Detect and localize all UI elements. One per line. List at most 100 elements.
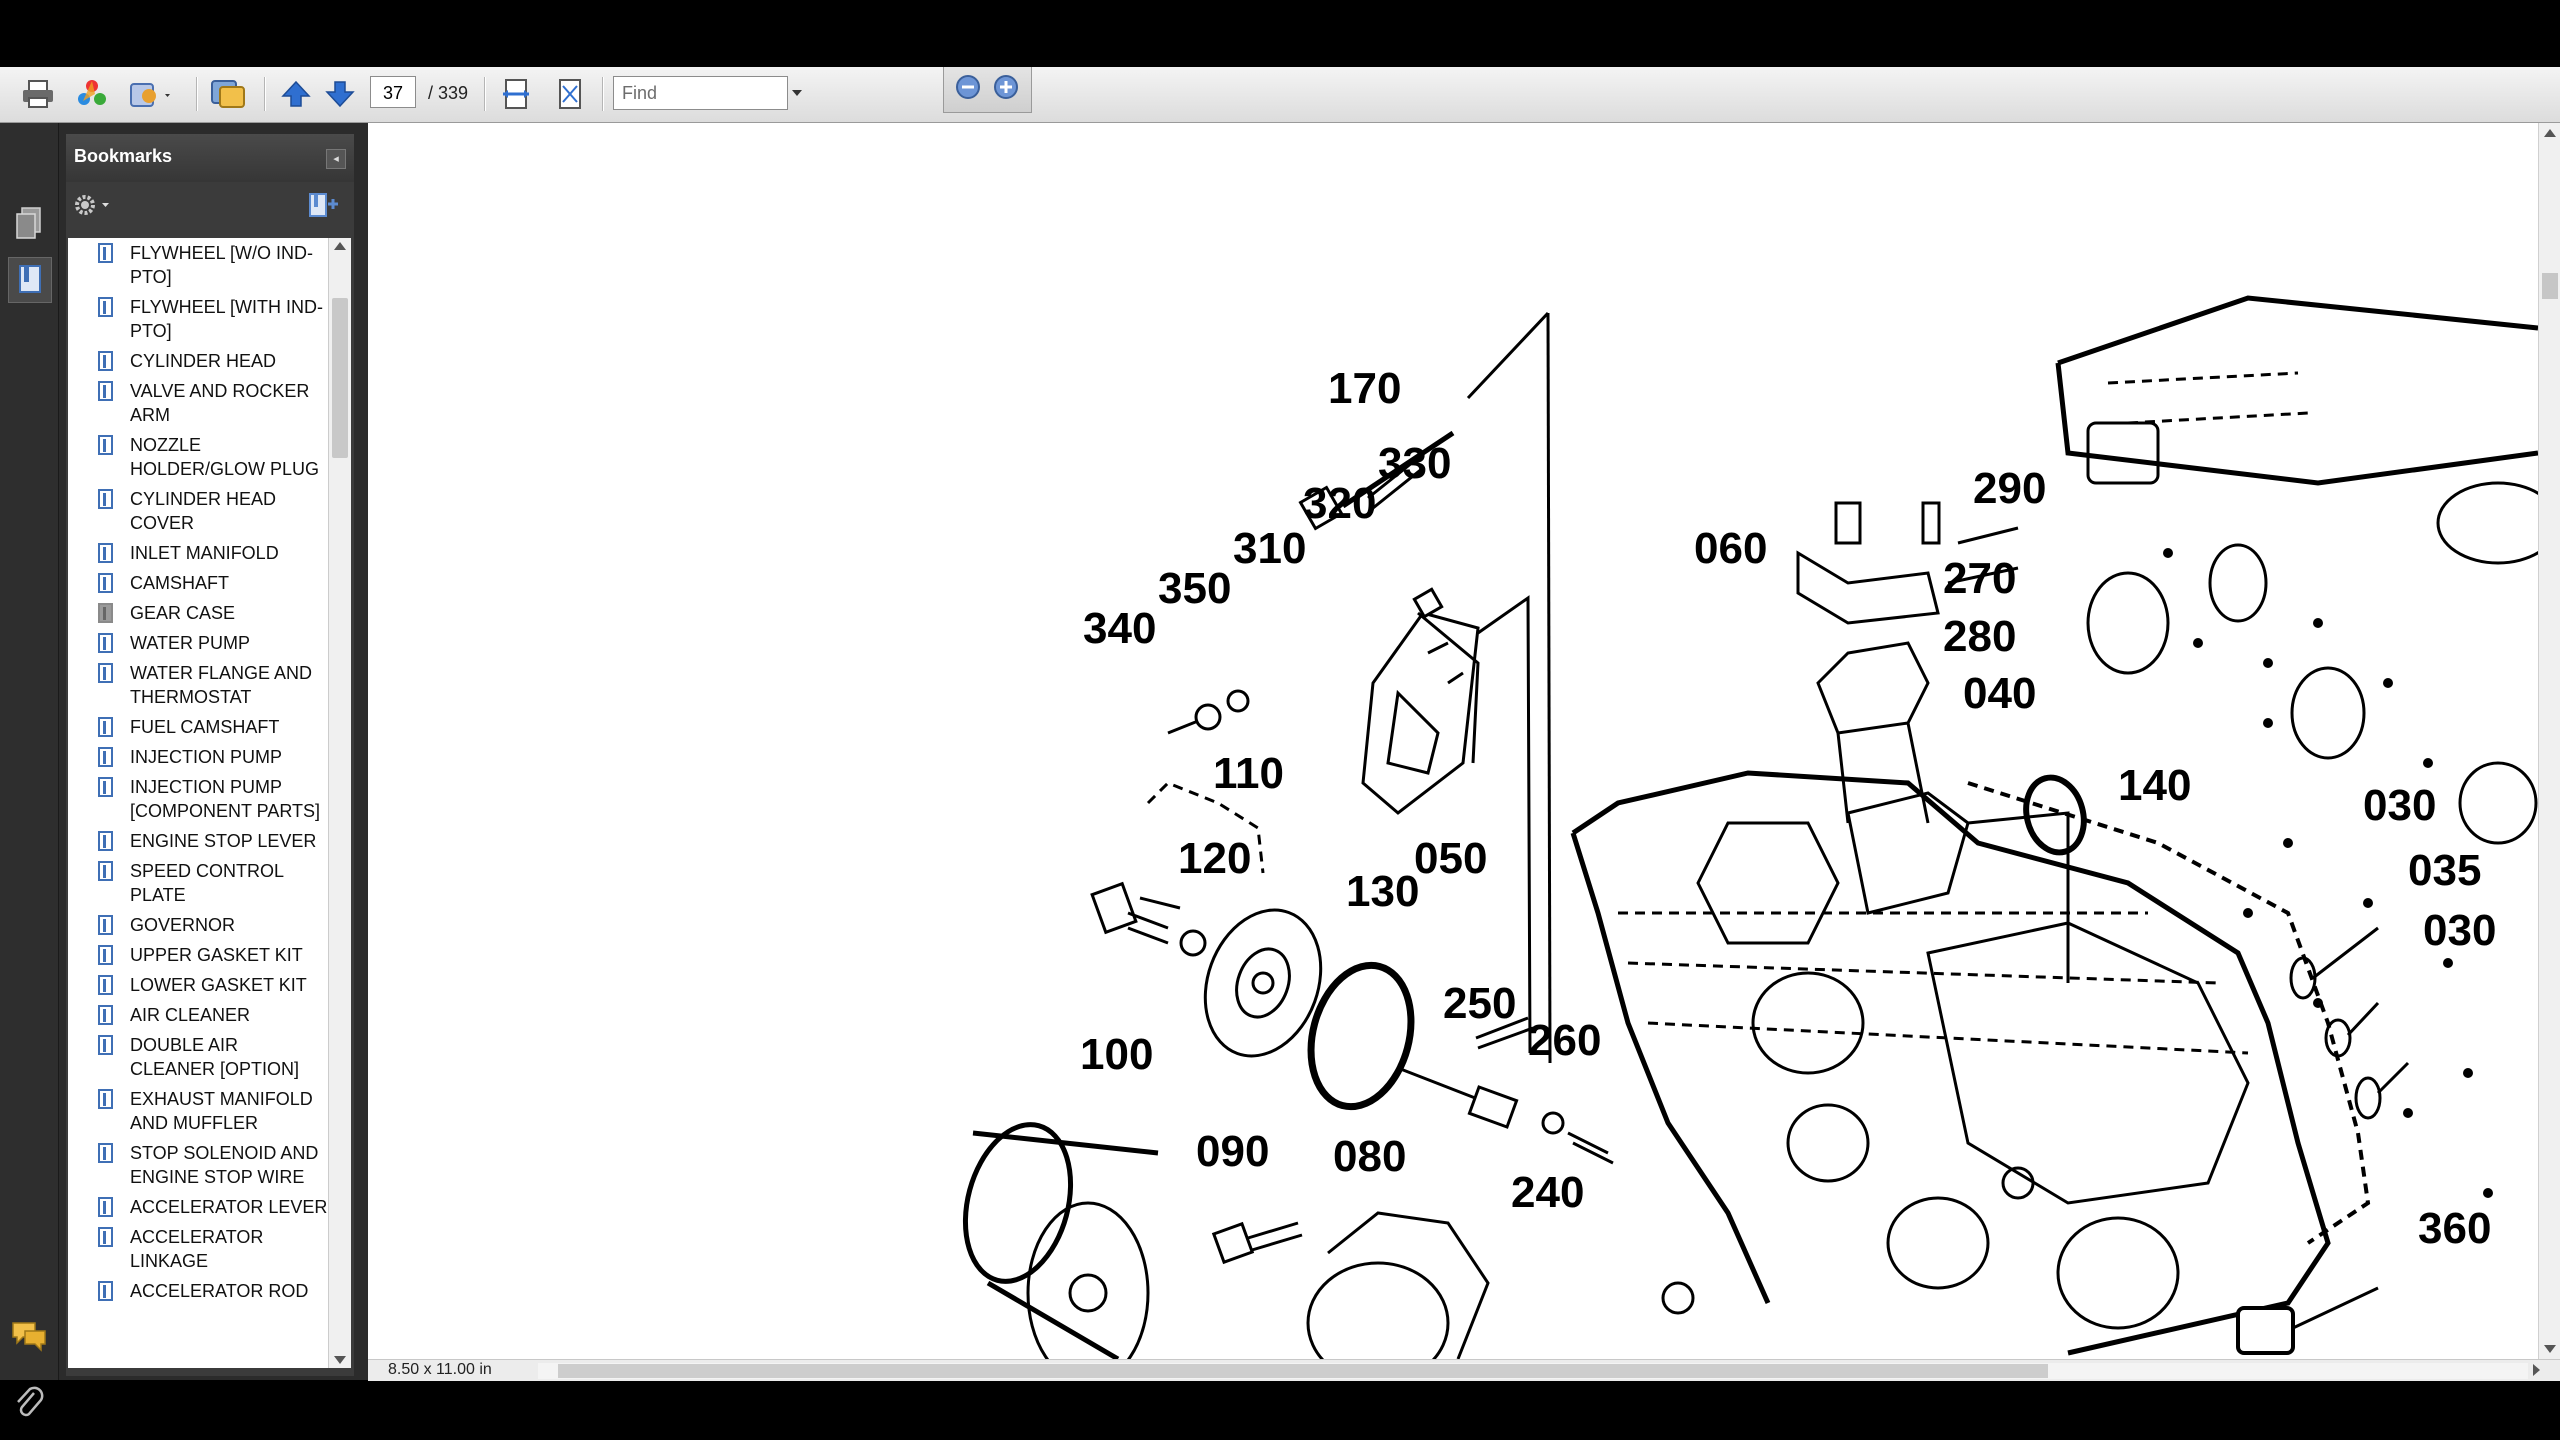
bookmark-item[interactable]: VALVE AND ROCKER ARM xyxy=(68,376,328,430)
next-page-icon[interactable] xyxy=(320,76,360,112)
callout-310: 310 xyxy=(1233,524,1306,573)
document-page[interactable]: 170 330 320 310 350 340 290 270 280 060 … xyxy=(368,123,2538,1359)
bookmark-item[interactable]: ENGINE STOP LEVER xyxy=(68,826,328,856)
comments-icon[interactable] xyxy=(10,1319,48,1353)
page-number-input[interactable]: 37 xyxy=(370,76,416,108)
bookmark-item[interactable]: FUEL CAMSHAFT xyxy=(68,712,328,742)
bookmark-item[interactable]: UPPER GASKET KIT xyxy=(68,940,328,970)
bookmark-item[interactable]: DOUBLE AIR CLEANER [OPTION] xyxy=(68,1030,328,1084)
status-bar: 8.50 x 11.00 in xyxy=(368,1359,2560,1381)
scroll-down-icon[interactable] xyxy=(2544,1345,2556,1353)
page-total-label: / 339 xyxy=(428,83,469,103)
toolbar-separator xyxy=(264,77,266,111)
callout-100: 100 xyxy=(1080,1030,1153,1079)
share-dropdown-icon[interactable] xyxy=(126,76,176,112)
print-icon[interactable] xyxy=(18,76,58,112)
fit-page-icon[interactable] xyxy=(550,76,590,112)
bookmark-icon xyxy=(98,543,113,563)
bookmark-item[interactable]: INLET MANIFOLD xyxy=(68,538,328,568)
bookmark-label: ACCELERATOR LEVER xyxy=(130,1197,328,1217)
scroll-down-icon[interactable] xyxy=(334,1356,346,1364)
callout-050: 050 xyxy=(1414,834,1487,883)
review-icon[interactable] xyxy=(206,76,250,112)
scroll-up-icon[interactable] xyxy=(2544,129,2556,137)
callout-040: 040 xyxy=(1963,669,2036,718)
callout-270: 270 xyxy=(1943,554,2016,603)
bookmark-item[interactable]: SPEED CONTROL PLATE xyxy=(68,856,328,910)
toolbar: 37 / 339 xyxy=(0,67,2560,123)
document-vertical-scrollbar[interactable] xyxy=(2538,123,2560,1359)
callout-360: 360 xyxy=(2418,1204,2491,1253)
bookmark-item[interactable]: FLYWHEEL [W/O IND-PTO] xyxy=(68,238,328,292)
zoom-out-icon[interactable] xyxy=(952,71,984,103)
engine-block-drawing xyxy=(2055,295,2538,1198)
callout-130: 130 xyxy=(1346,867,1419,916)
callout-080: 080 xyxy=(1333,1132,1406,1181)
bookmark-icon xyxy=(98,1197,113,1217)
callout-350: 350 xyxy=(1158,564,1231,613)
bookmark-item[interactable]: INJECTION PUMP xyxy=(68,742,328,772)
bookmark-item[interactable]: EXHAUST MANIFOLD AND MUFFLER xyxy=(68,1084,328,1138)
bookmark-item[interactable]: GOVERNOR xyxy=(68,910,328,940)
bookmark-label: GOVERNOR xyxy=(130,915,236,935)
document-horizontal-scrollbar[interactable] xyxy=(538,1363,2528,1379)
scroll-right-icon[interactable] xyxy=(2533,1364,2540,1376)
bookmark-icon xyxy=(98,633,113,653)
page-size-label: 8.50 x 11.00 in xyxy=(388,1361,492,1378)
callout-250: 250 xyxy=(1443,979,1516,1028)
previous-page-icon[interactable] xyxy=(276,76,316,112)
toolbar-separator xyxy=(484,77,486,111)
bookmarks-scrollbar[interactable] xyxy=(328,238,351,1368)
callout-280: 280 xyxy=(1943,612,2016,661)
bookmark-item[interactable]: LOWER GASKET KIT xyxy=(68,970,328,1000)
bookmark-icon xyxy=(98,663,113,683)
attachments-icon[interactable] xyxy=(12,1385,46,1421)
options-gear-icon[interactable] xyxy=(72,192,114,218)
fit-width-icon[interactable] xyxy=(496,76,536,112)
collaborate-icon[interactable] xyxy=(72,76,112,112)
bookmark-item[interactable]: GEAR CASE xyxy=(68,598,328,628)
bookmark-label: LOWER GASKET KIT xyxy=(130,975,307,995)
horizontal-scroll-thumb[interactable] xyxy=(558,1364,2048,1378)
bookmark-icon xyxy=(98,351,113,371)
callout-340: 340 xyxy=(1083,604,1156,653)
bookmark-label: WATER FLANGE AND THERMOSTAT xyxy=(130,663,313,707)
bookmark-label: ACCELERATOR ROD xyxy=(130,1281,309,1301)
bookmark-item[interactable]: CYLINDER HEAD COVER xyxy=(68,484,328,538)
document-scroll-thumb[interactable] xyxy=(2542,273,2558,299)
bookmark-label: CYLINDER HEAD xyxy=(130,351,277,371)
collapse-panel-button[interactable]: ◂ xyxy=(326,149,346,169)
find-input[interactable] xyxy=(613,76,788,110)
bookmark-label: CAMSHAFT xyxy=(130,573,229,593)
bookmark-item[interactable]: CYLINDER HEAD xyxy=(68,346,328,376)
part-details xyxy=(962,311,2410,1359)
bookmark-item[interactable]: NOZZLE HOLDER/GLOW PLUG xyxy=(68,430,328,484)
navigation-rail xyxy=(0,123,59,1417)
toolbar-separator xyxy=(602,77,604,111)
bookmark-item[interactable]: CAMSHAFT xyxy=(68,568,328,598)
bookmark-icon xyxy=(98,915,113,935)
pages-panel-icon[interactable] xyxy=(12,205,46,243)
bookmark-item[interactable]: STOP SOLENOID AND ENGINE STOP WIRE xyxy=(68,1138,328,1192)
bookmark-item[interactable]: ACCELERATOR LINKAGE xyxy=(68,1222,328,1276)
callout-030-upper: 030 xyxy=(2363,781,2436,830)
bookmark-icon xyxy=(98,831,113,851)
new-bookmark-icon[interactable] xyxy=(306,190,340,220)
bookmark-item[interactable]: ACCELERATOR ROD xyxy=(68,1276,328,1306)
bookmark-item[interactable]: INJECTION PUMP [COMPONENT PARTS] xyxy=(68,772,328,826)
bookmark-item[interactable]: ACCELERATOR LEVER xyxy=(68,1192,328,1222)
bookmarks-panel-icon[interactable] xyxy=(8,257,52,303)
bookmark-item[interactable]: WATER PUMP xyxy=(68,628,328,658)
bookmark-icon xyxy=(98,435,113,455)
zoom-in-icon[interactable] xyxy=(990,71,1022,103)
bookmark-item[interactable]: AIR CLEANER xyxy=(68,1000,328,1030)
bookmarks-scroll-thumb[interactable] xyxy=(332,298,348,458)
bookmark-item[interactable]: WATER FLANGE AND THERMOSTAT xyxy=(68,658,328,712)
find-dropdown-icon[interactable] xyxy=(788,76,806,112)
bookmark-item[interactable]: FLYWHEEL [WITH IND-PTO] xyxy=(68,292,328,346)
bookmark-icon xyxy=(98,1227,113,1247)
scroll-up-icon[interactable] xyxy=(334,242,346,250)
bookmark-icon xyxy=(98,573,113,593)
bookmark-label: SPEED CONTROL PLATE xyxy=(130,861,284,905)
bookmarks-toolbar xyxy=(66,182,354,228)
